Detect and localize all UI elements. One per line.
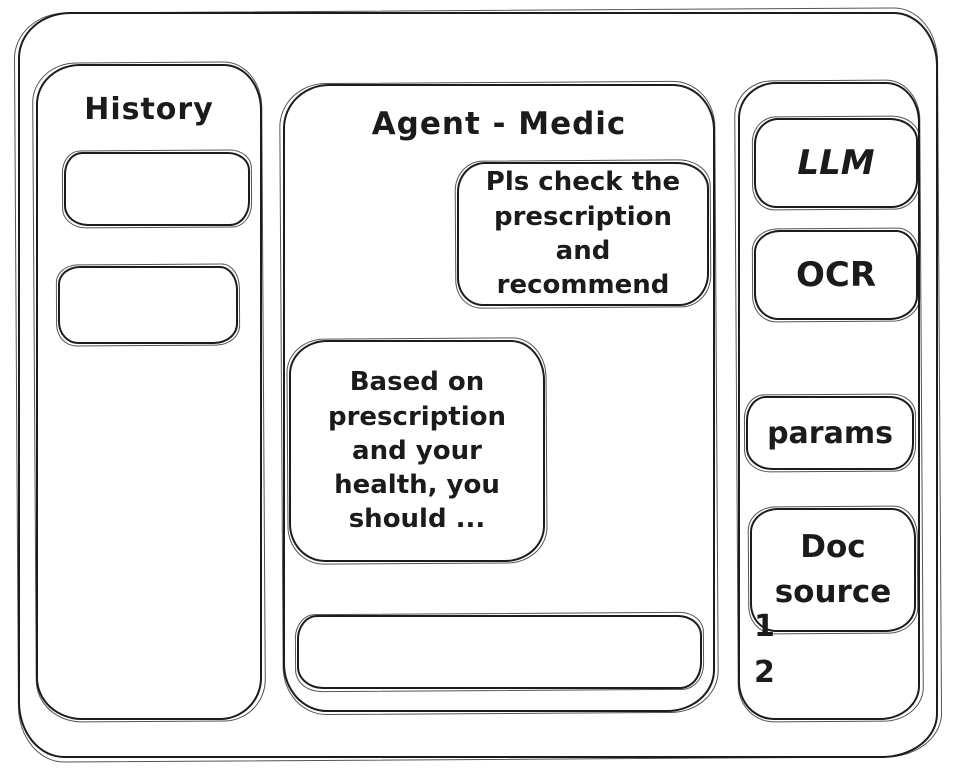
history-panel: History [36, 64, 262, 720]
doc-source-item-2[interactable]: 2 [754, 655, 775, 690]
history-entry[interactable] [58, 266, 238, 344]
tools-panel: LLM OCR params Doc source 1 2 [738, 82, 920, 720]
history-panel-title: History [84, 92, 214, 127]
chat-panel: Agent - Medic Pls check the prescription… [283, 84, 715, 712]
params-button[interactable]: params [746, 396, 914, 470]
history-entry[interactable] [64, 152, 250, 226]
chat-input[interactable] [313, 621, 690, 683]
chat-message-user: Pls check the prescription and recommend [457, 162, 709, 306]
ocr-button[interactable]: OCR [754, 230, 918, 320]
doc-source-button[interactable]: Doc source [750, 508, 916, 632]
chat-message-assistant: Based on prescription and your health, y… [289, 340, 545, 562]
chat-panel-title: Agent - Medic [371, 106, 627, 142]
llm-button[interactable]: LLM [754, 118, 918, 208]
doc-source-list: 1 2 [754, 612, 775, 688]
doc-source-item-1[interactable]: 1 [754, 609, 775, 644]
chat-input-bar[interactable] [297, 615, 702, 689]
